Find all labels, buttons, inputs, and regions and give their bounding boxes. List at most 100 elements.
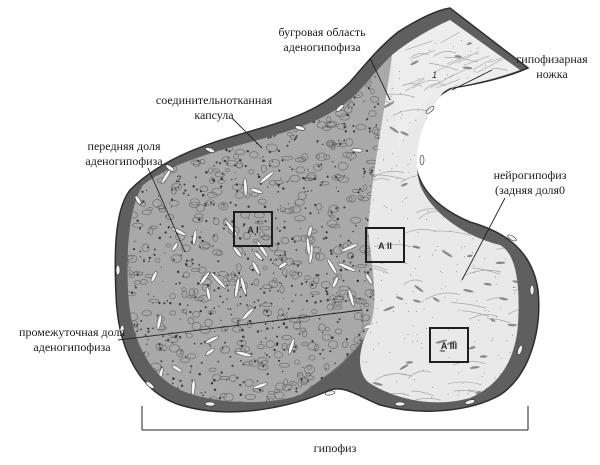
adeno-capillary [210,271,226,289]
adeno-cell [269,57,278,64]
adeno-nucleus-dot [334,362,336,365]
stalk-fiber [440,31,460,44]
adeno-nucleus-dot [239,295,242,298]
neuro-dot [401,114,403,116]
adeno-nucleus-dot [314,203,317,207]
neuro-dot [374,176,376,178]
adeno-nucleus-dot [229,65,231,68]
adeno-nucleus-dot [200,342,203,345]
adeno-nucleus-dot [296,406,298,408]
adeno-nucleus-dot [276,184,278,186]
adeno-nucleus-dot [182,69,185,73]
adeno-cell [195,204,205,212]
adeno-cell [168,344,181,353]
neuro-nucleus [372,382,383,386]
adeno-nucleus-dot [156,315,158,317]
adeno-nucleus-dot [159,347,162,350]
adeno-nucleus-dot [120,355,122,357]
adeno-cell [334,328,343,335]
adeno-cell [256,357,268,366]
adeno-nucleus-dot [242,89,245,92]
adeno-nucleus-dot [238,237,241,239]
neuro-fiber [374,373,407,381]
adeno-nucleus-dot [328,401,331,403]
neuro-fiber [433,230,472,236]
adeno-nucleus-dot [246,304,248,306]
adeno-cell [355,123,367,131]
neuro-nucleus [479,355,488,358]
neuro-dot [399,71,401,73]
neuro-dot [444,297,446,299]
neuro-fiber [452,361,486,366]
adeno-cell [244,378,254,387]
adeno-cell [208,367,217,372]
adeno-nucleus-dot [179,318,181,320]
stalk-fiber [435,78,461,89]
adeno-nucleus-dot [300,378,303,381]
adeno-cell [131,72,137,79]
adeno-nucleus-dot [248,320,252,323]
adeno-cell [337,162,349,171]
neuro-dot [460,280,462,282]
adeno-cell [234,70,244,75]
neuro-dot [484,310,486,311]
adeno-nucleus-dot [334,176,338,179]
adeno-cell [297,271,303,277]
neuro-dot [460,40,462,42]
adeno-nucleus-dot [267,314,270,317]
adeno-nucleus-dot [222,204,225,206]
adeno-nucleus-dot [213,289,216,292]
stalk-fiber [434,59,461,73]
neuro-dot [412,325,414,327]
adeno-nucleus-dot [366,271,370,274]
adeno-cell [193,288,199,295]
adeno-nucleus-dot [159,223,162,226]
adeno-nucleus-dot [357,191,360,194]
adeno-nucleus-dot [266,373,269,376]
neuro-dot [418,256,420,257]
adeno-nucleus-dot [235,67,239,71]
neuro-fiber [447,381,482,385]
adeno-cell [281,155,293,161]
adeno-nucleus-dot [267,67,271,71]
adeno-cell [218,202,229,211]
adeno-cell [335,109,347,118]
adeno-nucleus-dot [147,232,149,234]
neuro-dot [379,169,381,171]
adeno-nucleus-dot [253,306,257,309]
adeno-nucleus-dot [213,164,215,167]
neuro-dot [447,187,449,189]
adeno-nucleus-dot [194,64,196,66]
adeno-cell [362,184,368,191]
neuro-dot [511,214,513,216]
adeno-nucleus-dot [215,161,218,164]
adeno-nucleus-dot [344,130,347,133]
adeno-cell [277,62,289,69]
pituitary-stalk-region [392,20,520,150]
adeno-cell [327,303,334,311]
adeno-nucleus-dot [242,225,245,227]
adeno-cell [252,238,260,243]
adeno-nucleus-dot [159,208,161,210]
adeno-cell [167,141,176,148]
adeno-nucleus-dot [330,211,333,214]
adeno-nucleus-dot [335,207,338,210]
adeno-cell [170,186,177,195]
capsule-vessel [165,164,175,172]
box-a3-label: A III [441,341,457,351]
label-anterior-lobe-line1: передняя доля [88,139,161,153]
adeno-nucleus-dot [362,330,365,333]
adeno-cell [332,174,344,181]
neuro-dot [420,289,422,291]
adeno-nucleus-dot [302,187,305,190]
neuro-nucleus [476,391,481,395]
box-a1: A I [233,211,273,247]
adeno-nucleus-dot [275,258,278,261]
adeno-cell [289,174,301,183]
adeno-nucleus-dot [329,249,333,252]
adeno-nucleus-dot [231,364,234,367]
adeno-nucleus-dot [293,240,296,243]
neuro-dot [477,319,479,321]
label-pituitary-stalk-line2: ножка [536,67,568,81]
adeno-nucleus-dot [268,356,271,358]
